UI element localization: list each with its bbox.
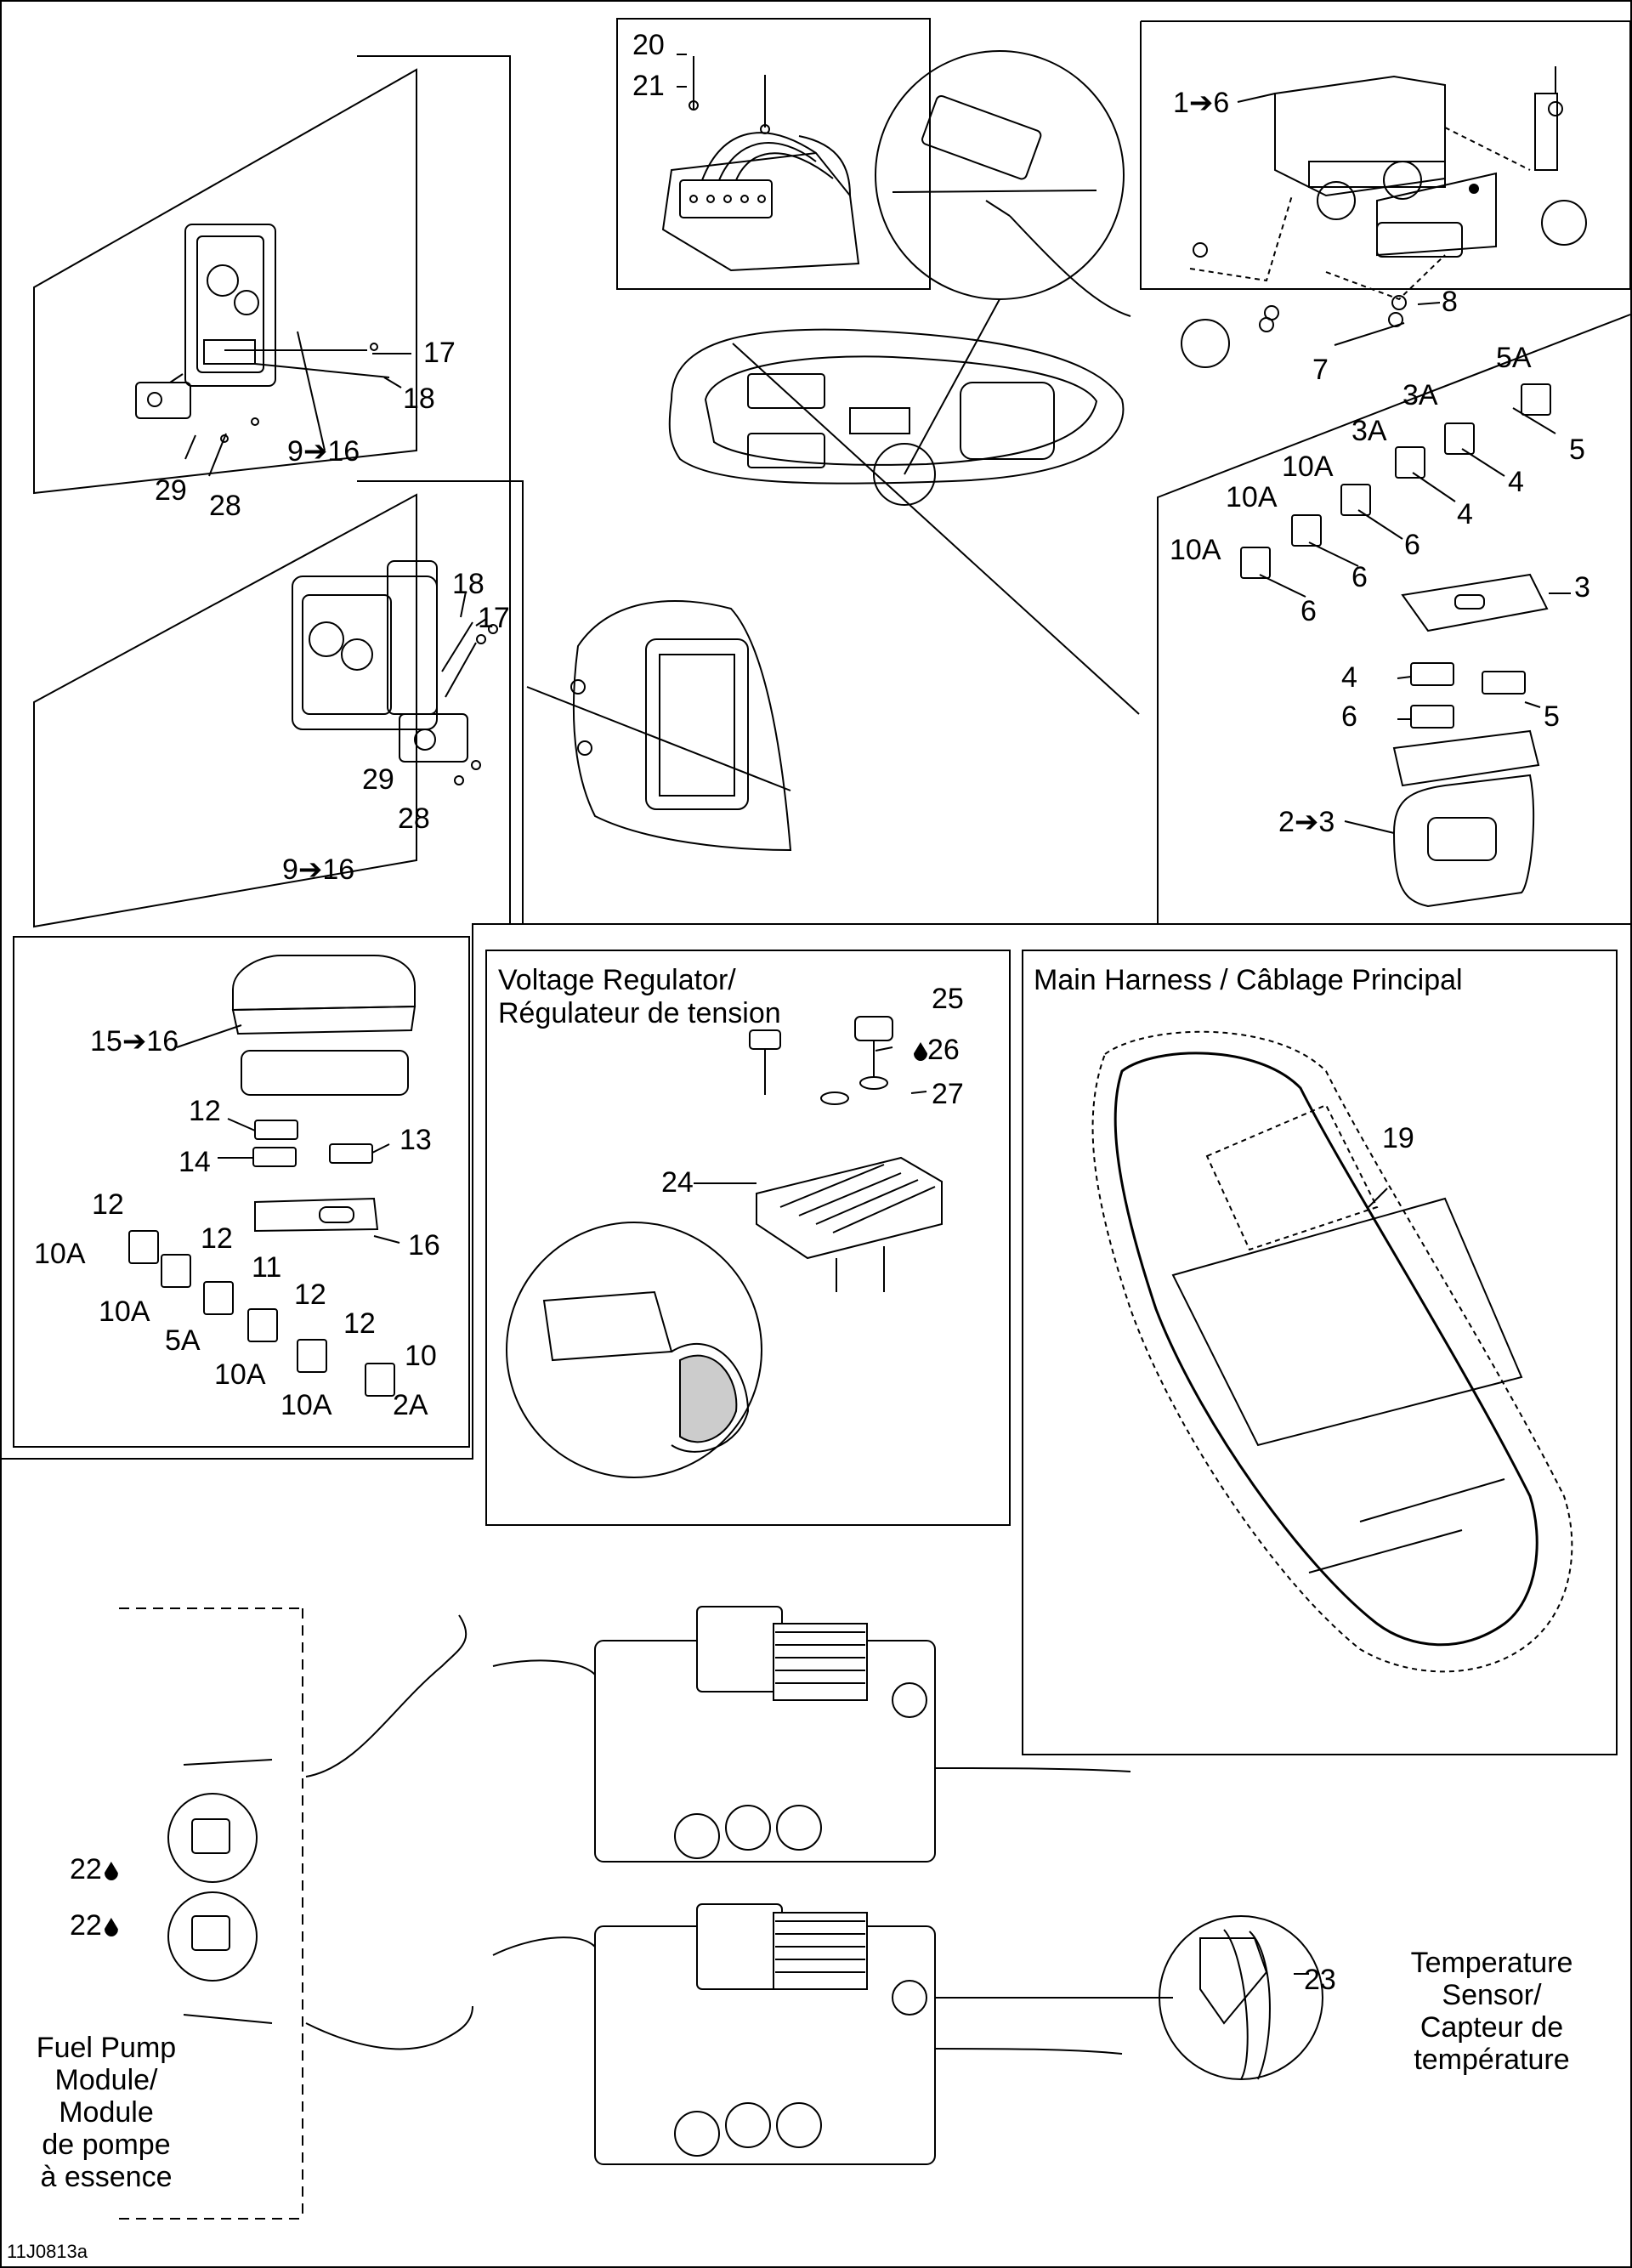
callout-26: 26 <box>911 1035 960 1064</box>
right-fuse-parts <box>1240 383 1551 908</box>
callout-22-lower-text: 22 <box>70 1909 102 1942</box>
fuse-3A-label-b: 3A <box>1352 415 1387 447</box>
fuse-5A-label: 5A <box>1496 342 1532 374</box>
callout-24: 24 <box>661 1166 694 1199</box>
callout-4-c: 4 <box>1341 661 1357 694</box>
connector-detail <box>661 56 860 272</box>
callout-6-d: 6 <box>1341 700 1357 733</box>
callout-27: 27 <box>932 1078 964 1110</box>
fuel-pump-title: Fuel Pump Module/ Module de pompe à esse… <box>36 2032 177 2194</box>
callout-7: 7 <box>1312 354 1329 386</box>
callout-9-to-16-lower: 9➔16 <box>282 853 355 886</box>
fuse-10A-label-left-1: 10A <box>34 1238 86 1270</box>
fuse-10A-label-b: 10A <box>1226 481 1278 513</box>
callout-23: 23 <box>1304 1964 1336 1996</box>
callout-22-lower: 22 <box>70 1911 118 1940</box>
callout-17-lower: 17 <box>478 602 510 634</box>
fuse-exploded-frame <box>1157 314 1631 925</box>
callout-11: 11 <box>252 1251 282 1284</box>
voltage-regulator-frame <box>485 950 1011 1526</box>
fuse-block-detail-frame <box>616 18 931 290</box>
voltage-regulator-title: Voltage Regulator/ Régulateur de tension <box>498 964 781 1030</box>
callout-6-c: 6 <box>1300 595 1317 627</box>
adhesive-drop-icon <box>914 1042 927 1061</box>
callout-12-d: 12 <box>294 1279 326 1311</box>
callout-16: 16 <box>408 1229 440 1262</box>
temperature-sensor-title: Temperature Sensor/ Capteur de températu… <box>1410 1947 1573 2077</box>
callout-3: 3 <box>1574 571 1590 604</box>
callout-28-upper: 28 <box>209 490 241 522</box>
fuse-2A-label: 2A <box>393 1389 428 1421</box>
callout-21: 21 <box>632 70 665 102</box>
callout-25: 25 <box>932 983 964 1015</box>
callout-5-b: 5 <box>1544 700 1560 733</box>
fuse-10A-label-a: 10A <box>1282 451 1334 483</box>
boat-top-view <box>668 298 1140 715</box>
adhesive-drop-icon <box>104 1918 118 1936</box>
callout-18-lower: 18 <box>452 568 484 600</box>
callout-6-b: 6 <box>1352 561 1368 593</box>
module-detail-frame <box>1140 20 1631 290</box>
callout-6-a: 6 <box>1404 529 1420 561</box>
fuse-box-exploded-frame <box>13 936 470 1448</box>
callout-18-upper: 18 <box>403 383 435 415</box>
callout-4-b: 4 <box>1457 498 1473 530</box>
callout-13: 13 <box>400 1124 432 1156</box>
callout-22-upper-text: 22 <box>70 1853 102 1885</box>
engine-upper <box>492 1606 1131 1863</box>
callout-20: 20 <box>632 29 665 61</box>
callout-12-b: 12 <box>92 1188 124 1221</box>
callout-10: 10 <box>405 1340 437 1372</box>
callout-4-a: 4 <box>1508 466 1524 498</box>
fuse-10A-label-left-3: 10A <box>214 1358 266 1391</box>
figure-code: 11J0813a <box>7 2241 88 2262</box>
fuse-10A-label-c: 10A <box>1170 534 1221 566</box>
fuse-3A-label-a: 3A <box>1402 379 1438 411</box>
adhesive-drop-icon <box>104 1862 118 1880</box>
callout-28-lower: 28 <box>398 802 430 835</box>
callout-22-upper: 22 <box>70 1855 118 1884</box>
callout-15-to-16: 15➔16 <box>90 1025 179 1057</box>
callout-5-a: 5 <box>1569 434 1585 466</box>
callout-26-text: 26 <box>927 1034 960 1066</box>
callout-1-to-6: 1➔6 <box>1173 87 1230 119</box>
callout-12-c: 12 <box>201 1222 233 1255</box>
callout-9-to-16-upper: 9➔16 <box>287 435 360 468</box>
callout-14: 14 <box>178 1146 211 1178</box>
magnifier-top <box>875 50 1131 317</box>
fuse-10A-label-left-2: 10A <box>99 1296 150 1328</box>
boat-stern-view <box>526 599 792 852</box>
callout-2-to-3: 2➔3 <box>1278 806 1335 838</box>
callout-8: 8 <box>1442 286 1458 318</box>
callout-12-a: 12 <box>189 1095 221 1127</box>
fuse-5A-label-left: 5A <box>165 1324 201 1357</box>
upper-wall-panel <box>33 68 417 495</box>
temperature-sensor-magnifier <box>1159 1915 1323 2080</box>
main-harness-title: Main Harness / Câblage Principal <box>1034 964 1463 996</box>
voltage-regulator-parts <box>506 1016 943 1478</box>
lower-wall-panel <box>33 493 498 928</box>
callout-12-e: 12 <box>343 1307 376 1340</box>
leader-lines <box>176 54 1571 1975</box>
fuse-10A-label-left-4: 10A <box>280 1389 332 1421</box>
fuel-pump-modules <box>119 1607 473 2220</box>
callout-17-upper: 17 <box>423 337 456 369</box>
callout-19: 19 <box>1382 1122 1414 1154</box>
callout-29-lower: 29 <box>362 763 394 796</box>
callout-29-upper: 29 <box>155 474 187 507</box>
main-harness-drawing <box>1091 1030 1573 1673</box>
engine-lower <box>492 1903 1173 2165</box>
main-harness-frame <box>1022 950 1618 1755</box>
module-detail <box>1181 66 1587 368</box>
